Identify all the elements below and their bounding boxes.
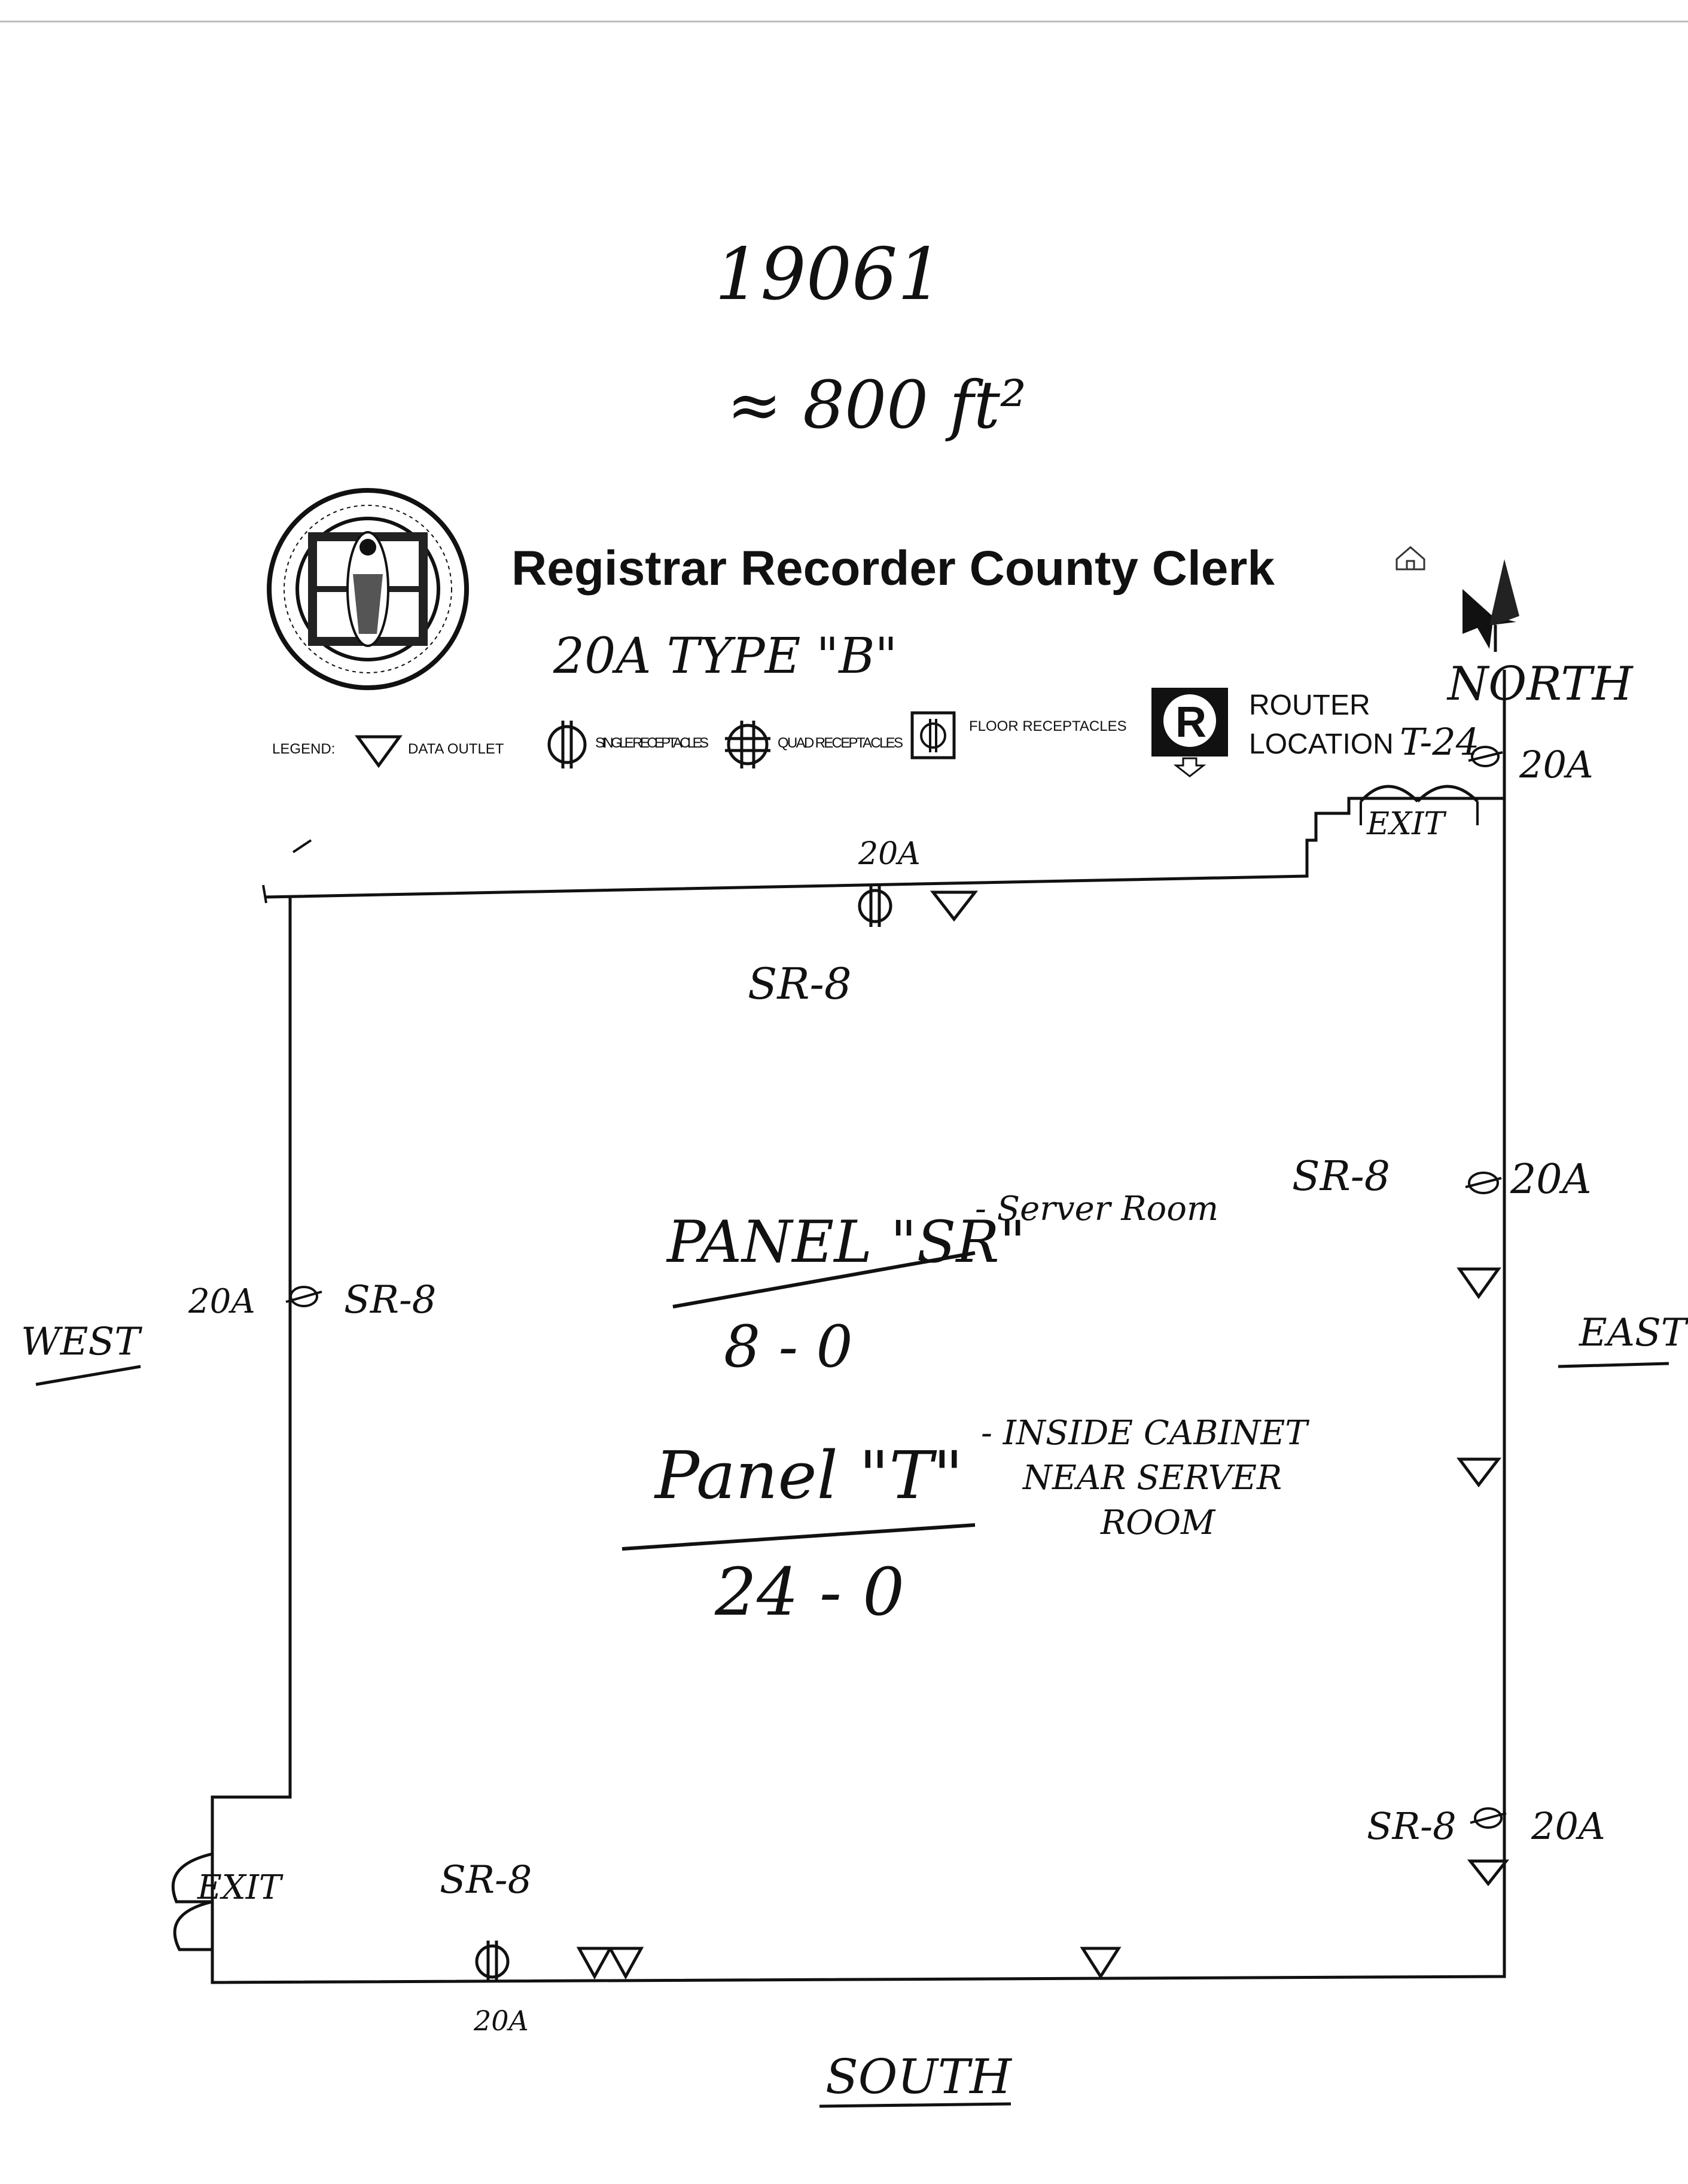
east-data-outlet-icon-1 [1457,1267,1501,1300]
panel-sr-spec: 8 - 0 [724,1313,853,1380]
project-code: 19061 [715,233,943,316]
legend-data-outlet-label: DATA OUTLET [408,741,504,757]
north-arrow-icon [1462,559,1519,652]
sw-exit-door [171,1852,213,1951]
se-data-outlet-icon [1467,1859,1510,1887]
circuit-type-note: 20A TYPE "B" [553,628,897,685]
east-receptacle-icon-1 [1465,1172,1502,1194]
east-amp-label-1: 20A [1510,1156,1592,1203]
se-receptacle-icon [1470,1807,1507,1829]
top-circuit-label: SR-8 [748,959,852,1009]
floor-receptacle-icon [910,711,956,759]
se-amp-label: 20A [1531,1804,1605,1848]
ne-exit-label: EXIT [1366,806,1447,842]
bottom-data-outlet-icon-1 [576,1947,613,1980]
panel-t-underline [621,1523,976,1551]
west-receptacle-icon [285,1286,322,1307]
router-label-line1: ROUTER [1249,690,1370,721]
compass-west-label: WEST [21,1320,142,1364]
room-outline [211,797,1506,1984]
top-single-receptacle-icon [858,885,892,927]
router-label-line2: LOCATION [1249,728,1394,760]
ne-circuit-label: T-24 [1400,720,1479,764]
nw-stray-mark [292,839,312,853]
east-data-outlet-icon-2 [1457,1457,1502,1488]
ne-amp-label: 20A [1519,743,1593,786]
panel-t-note-1: - INSIDE CABINET [981,1414,1309,1453]
legend-single-receptacle: SINGLE RECEPTACLES [547,721,709,768]
panel-sr-underline [672,1251,976,1308]
home-icon [1396,546,1425,571]
compass-east-underline [1558,1362,1669,1368]
router-letter: R [1175,698,1206,746]
ne-exit-door [1360,785,1479,825]
panel-t-note-3: ROOM [1100,1503,1216,1542]
ne-receptacle-icon [1468,746,1503,767]
panel-sr-title: PANEL "SR" [666,1209,1026,1276]
bottom-data-outlet-icon-2 [607,1947,644,1980]
panel-t-title: Panel "T" [654,1437,963,1514]
nw-corner-tick [262,884,267,904]
top-data-outlet-icon [930,890,979,922]
area-note: ≈ 800 ft² [727,367,1026,443]
panel-sr-note: - Server Room [975,1189,1218,1228]
compass-south-underline [819,2102,1011,2108]
west-amp-label: 20A [188,1282,255,1321]
bottom-amp-label: 20A [473,2005,529,2037]
data-outlet-icon [355,735,403,768]
west-circuit-label: SR-8 [344,1278,436,1322]
compass-east-label: EAST [1579,1311,1688,1355]
sw-exit-label: EXIT [197,1868,284,1907]
compass-north-label: NORTH [1446,657,1634,711]
legend-quad-receptacle-label: QUAD RECEPTACLES [778,735,903,751]
quad-receptacle-icon [725,721,770,768]
compass-west-underline [35,1365,141,1386]
single-receptacle-icon [547,721,587,768]
legend-data-outlet: DATA OUTLET [355,735,504,768]
panel-t-note-2: NEAR SERVER [1022,1459,1282,1497]
router-icon: R [1151,688,1228,777]
legend-quad-receptacle: QUAD RECEPTACLES [725,721,903,768]
letterhead-title: Registrar Recorder County Clerk [511,541,1275,596]
panel-t-spec: 24 - 0 [714,1554,904,1630]
east-circuit-label-1: SR-8 [1292,1153,1390,1200]
county-seal-logo [267,488,469,690]
se-circuit-label: SR-8 [1367,1804,1457,1848]
bottom-circuit-label: SR-8 [440,1858,532,1902]
bottom-data-outlet-icon-3 [1080,1947,1122,1979]
top-amp-label: 20A [858,836,921,872]
compass-south-label: SOUTH [825,2049,1013,2104]
legend-floor-receptacle: FLOOR RECEPTACLES [910,711,1127,759]
legend-single-receptacle-label: SINGLE RECEPTACLES [595,735,709,751]
bottom-single-receptacle-icon [475,1941,510,1982]
legend-label: LEGEND: [272,741,335,757]
legend-floor-receptacle-label: FLOOR RECEPTACLES [969,718,1127,734]
legend-router: R ROUTER LOCATION [1151,688,1394,777]
